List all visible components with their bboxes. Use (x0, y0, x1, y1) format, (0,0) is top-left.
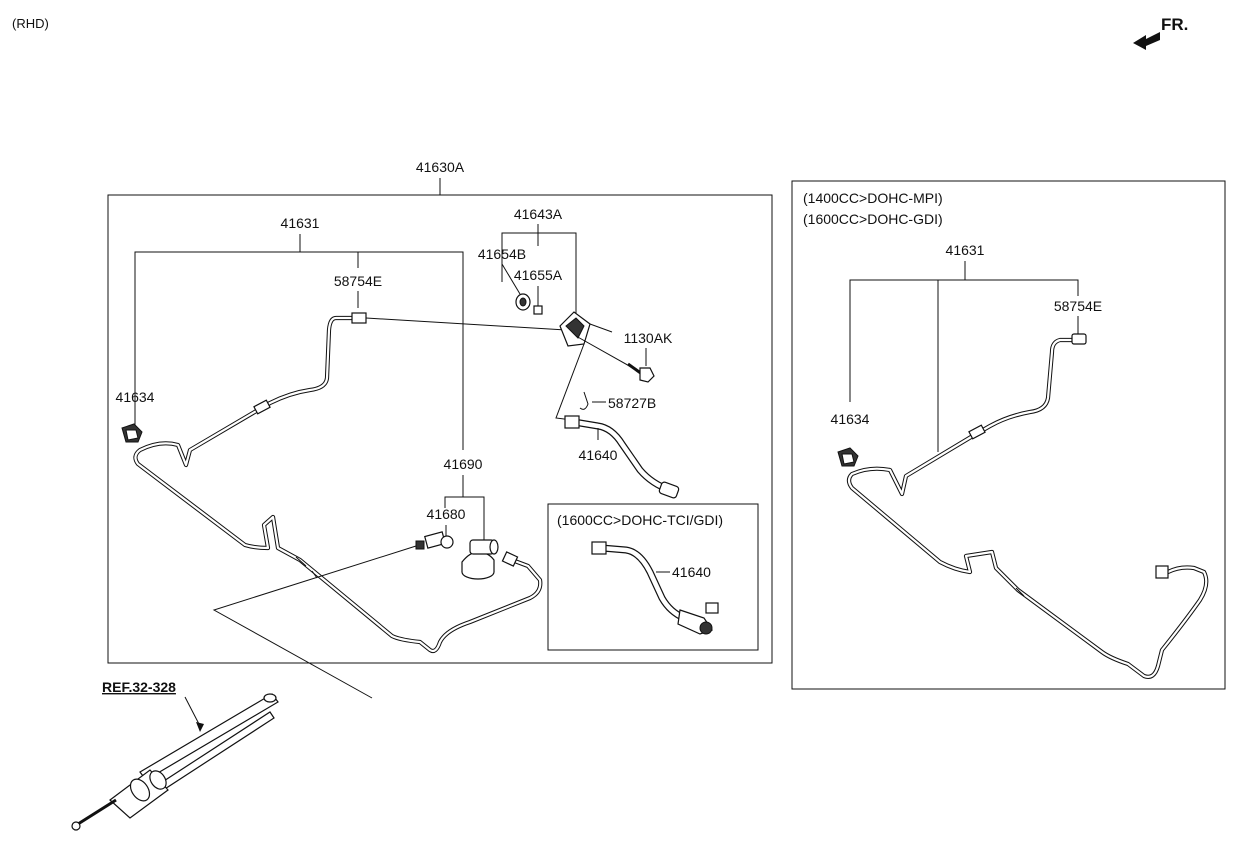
label-41634: 41634 (116, 389, 155, 405)
alt-clutch-pipe-41631 (846, 333, 1209, 679)
alt-title-line2: (1600CC>DOHC-GDI) (803, 211, 943, 227)
clutch-pipe-41631 (133, 312, 543, 654)
tci-gdi-inset: (1600CC>DOHC-TCI/GDI) 41640 (547, 503, 759, 651)
label-58727B: 58727B (608, 395, 656, 411)
label-41643A: 41643A (514, 206, 563, 222)
ref-master-cylinder: REF.32-328 (71, 679, 279, 831)
fitting-41680 (415, 531, 454, 550)
alt-engine-panel: (1400CC>DOHC-MPI) (1600CC>DOHC-GDI) 4163… (791, 180, 1226, 690)
main-assembly-frame (107, 194, 773, 664)
variant-label: (RHD) (12, 16, 49, 31)
slave-cylinder-41690 (461, 539, 499, 580)
inset-title: (1600CC>DOHC-TCI/GDI) (557, 512, 723, 528)
front-direction-arrow-icon (1133, 32, 1160, 50)
label-41640: 41640 (579, 447, 618, 463)
alt-panel-frame (791, 180, 1226, 690)
alt-label-41631: 41631 (946, 242, 985, 258)
label-41654B: 41654B (478, 246, 526, 262)
clip-58727B (579, 391, 589, 410)
alt-label-41634: 41634 (831, 411, 870, 427)
main-assembly: 41630A 41631 58754E 41634 416 (107, 159, 773, 699)
bolt-1130AK (627, 362, 655, 383)
ref-label: REF.32-328 (102, 679, 176, 695)
label-58754E: 58754E (334, 273, 382, 289)
label-41690: 41690 (444, 456, 483, 472)
label-41631: 41631 (281, 215, 320, 231)
bracket-41643A (559, 311, 613, 347)
bushing-41655A (533, 305, 543, 315)
inset-frame (547, 503, 759, 651)
alt-label-58754E: 58754E (1054, 298, 1102, 314)
label-1130AK: 1130AK (624, 330, 673, 346)
label-41630A: 41630A (416, 159, 465, 175)
label-41680: 41680 (427, 506, 466, 522)
label-41655A: 41655A (514, 267, 563, 283)
inset-label-41640: 41640 (672, 564, 711, 580)
front-direction-label: FR. (1161, 15, 1188, 34)
clutch-hose-41640 (564, 415, 680, 499)
alt-title-line1: (1400CC>DOHC-MPI) (803, 190, 943, 206)
alt-pipe-clip-41634 (837, 447, 859, 467)
pipe-clip-41634 (121, 423, 143, 443)
grommet-41654B (515, 293, 531, 311)
